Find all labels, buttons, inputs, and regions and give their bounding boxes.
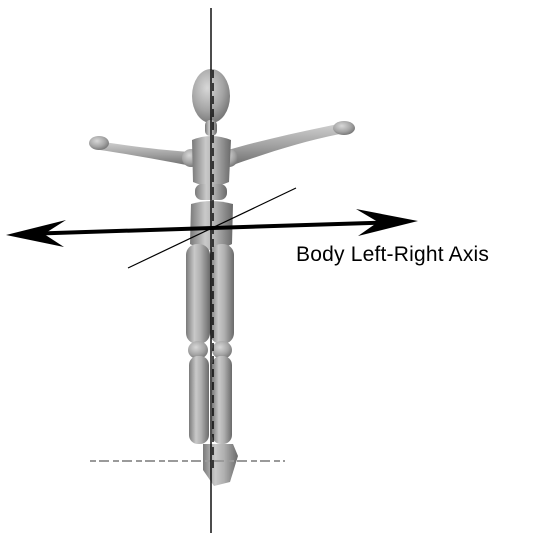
left-shin <box>189 356 209 444</box>
left-thigh <box>186 244 210 344</box>
left-arm <box>100 142 192 166</box>
mannequin-figure <box>89 69 355 486</box>
feet <box>203 444 238 486</box>
left-hand <box>89 136 109 150</box>
right-hand <box>333 121 355 135</box>
axis-label: Body Left-Right Axis <box>296 242 489 268</box>
right-arm <box>228 124 340 166</box>
right-shin <box>212 356 232 444</box>
